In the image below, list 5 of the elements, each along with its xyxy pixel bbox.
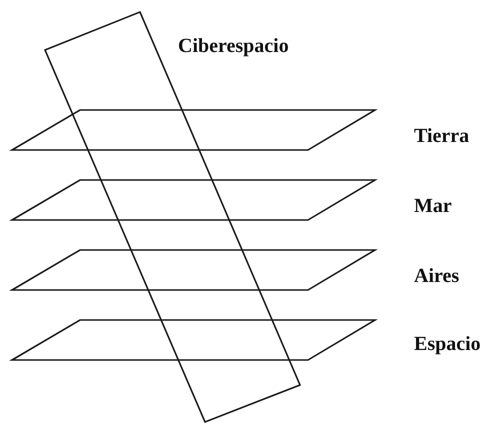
layer-label: Espacio	[414, 334, 481, 354]
layer-label: Tierra	[414, 126, 470, 146]
layer-label: Aires	[414, 266, 460, 286]
layer-label: Mar	[414, 196, 452, 216]
plane-label: Ciberespacio	[178, 36, 289, 56]
